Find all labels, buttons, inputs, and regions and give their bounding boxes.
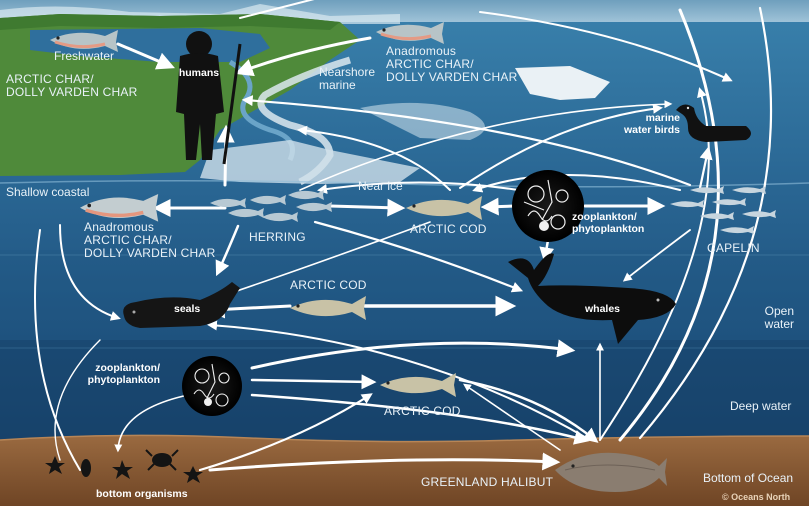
fish-icon-herring-school	[210, 190, 332, 222]
food-web-arrows	[34, 0, 773, 472]
credit-label: © Oceans North	[722, 492, 791, 502]
fish-icon-capelin-school	[670, 186, 776, 234]
ice-floe	[515, 66, 610, 100]
species-label-capelin: CAPELIN	[707, 241, 760, 255]
bottom-organisms-icons	[45, 449, 203, 483]
species-label-arctic-cod-ice: ARCTIC COD	[410, 222, 487, 236]
starfish-icon	[45, 456, 65, 474]
species-label-herring: HERRING	[249, 230, 306, 244]
habitat-label-shallow-coastal: Shallow coastal	[6, 185, 90, 199]
habitat-label-open-water: Open water	[764, 304, 794, 331]
species-label-anadromous-nearshore: Anadromous ARCTIC CHAR/ DOLLY VARDEN CHA…	[386, 44, 518, 84]
habitat-label-bottom-of-ocean: Bottom of Ocean	[703, 471, 794, 485]
species-label-seals: seals	[174, 303, 201, 315]
fish-icon-arctic-cod-deep	[380, 373, 456, 397]
starfish-icon	[183, 466, 203, 483]
plankton-icon-lower	[182, 356, 242, 416]
species-label-zooplankton-upper: zooplankton/ phytoplankton	[572, 211, 645, 235]
species-label-anadromous-coastal: Anadromous ARCTIC CHAR/ DOLLY VARDEN CHA…	[84, 220, 216, 260]
fish-icon-coastal-char	[80, 194, 159, 222]
bird-icon	[676, 104, 751, 142]
crab-icon	[145, 449, 179, 471]
habitat-label-deep-water: Deep water	[730, 399, 792, 413]
plankton-icon-upper	[512, 170, 584, 242]
species-label-arctic-char-freshwater: ARCTIC CHAR/ DOLLY VARDEN CHAR	[6, 72, 138, 99]
halibut-icon	[555, 452, 667, 492]
whale-icon	[508, 253, 676, 344]
human-silhouette-icon	[176, 31, 242, 165]
species-label-zooplankton-lower: zooplankton/ phytoplankton	[87, 362, 160, 386]
starfish-icon	[112, 460, 133, 479]
species-label-bottom-organisms: bottom organisms	[96, 488, 188, 500]
habitat-label-nearshore: Nearshore marine	[319, 65, 376, 92]
seal-icon	[123, 282, 240, 328]
fish-icon-freshwater-char	[50, 30, 118, 52]
fish-icon-arctic-cod-mid	[290, 296, 366, 320]
species-label-arctic-cod-deep: ARCTIC COD	[384, 404, 461, 418]
species-label-greenland-halibut: GREENLAND HALIBUT	[421, 475, 554, 489]
species-label-marine-water-birds: marine water birds	[623, 112, 680, 136]
fish-icon-arctic-cod-ice	[406, 196, 482, 220]
habitat-label-freshwater: Freshwater	[54, 49, 115, 63]
species-label-humans: humans	[178, 67, 220, 79]
habitat-label-near-ice: Near ice	[358, 179, 403, 193]
species-label-arctic-cod-mid: ARCTIC COD	[290, 278, 367, 292]
species-label-whales: whales	[585, 303, 621, 315]
fish-icon-nearshore-char	[376, 22, 444, 44]
